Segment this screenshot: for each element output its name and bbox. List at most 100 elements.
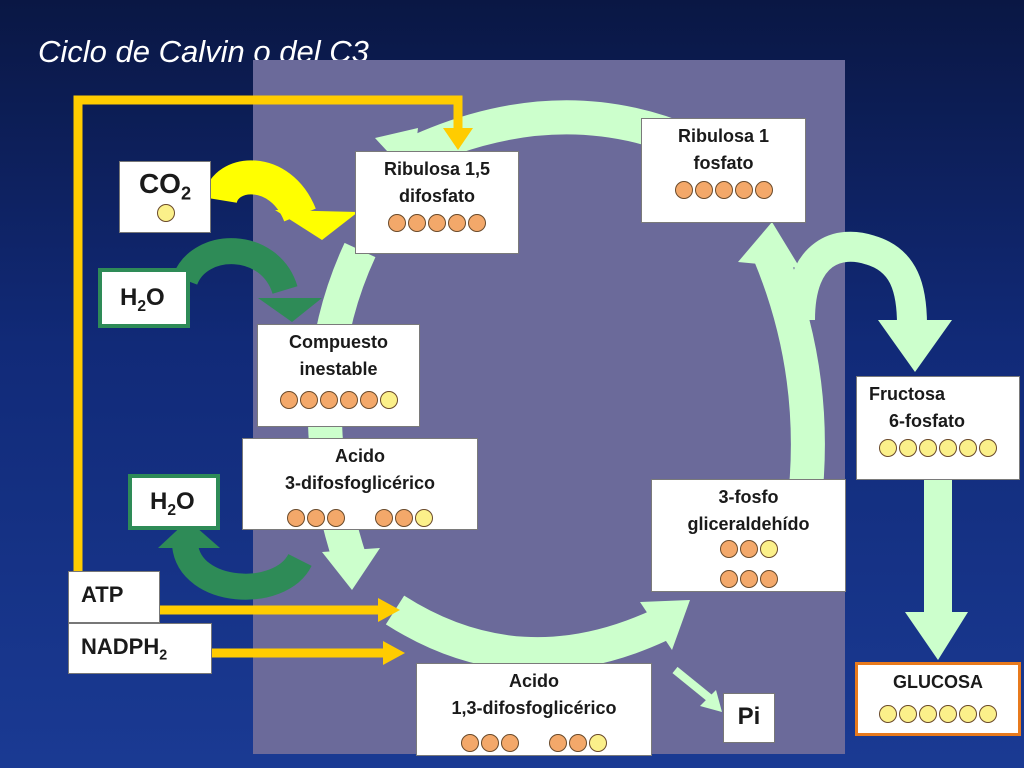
h2o-bottom-base: H	[150, 488, 168, 515]
carbon-atom-icon	[739, 570, 758, 588]
atp-feed-line	[73, 95, 463, 572]
carbon-atom-icon	[979, 705, 997, 723]
acido-13-line1: Acido	[508, 671, 559, 691]
carbon-atom-icon	[959, 705, 977, 723]
carbon-atom-icon	[959, 439, 977, 457]
carbon-atom-icon	[899, 439, 917, 457]
acido-3-carbons	[243, 509, 477, 529]
carbon-atom-icon	[879, 705, 897, 723]
carbon-atom-icon	[569, 734, 587, 752]
carbon-atom-icon	[307, 509, 325, 527]
co2-inlet-arrow	[203, 160, 316, 223]
h2o-bottom-box: H2O	[128, 474, 220, 530]
glucosa-box: GLUCOSA	[855, 662, 1021, 736]
carbon-atom-icon	[388, 214, 406, 232]
carbon-atom-icon	[287, 509, 305, 527]
h2o-top-base: H	[120, 284, 138, 311]
acido-3-difosfoglicerico-box: Acido 3-difosfoglicérico	[242, 438, 478, 530]
compuesto-carbons	[258, 391, 419, 411]
carbon-atom-icon	[899, 705, 917, 723]
cycle-arc-bottom	[385, 595, 668, 672]
acido-3-line1: Acido	[334, 446, 385, 466]
nadph2-base: NADPH	[81, 634, 160, 659]
carbon-atom-icon	[919, 705, 937, 723]
compuesto-inestable-box: Compuesto inestable	[257, 324, 420, 427]
carbon-atom-icon	[739, 540, 758, 558]
carbon-atom-icon	[501, 734, 519, 752]
carbon-atom-icon	[879, 439, 897, 457]
carbon-atom-icon	[754, 181, 773, 199]
cycle-arrowhead-left	[322, 548, 380, 590]
carbon-atom-icon	[694, 181, 713, 199]
fructosa-line2: 6-fosfato	[889, 411, 965, 431]
nadph2-box: NADPH2	[68, 623, 212, 674]
cycle-arrowhead-right	[738, 222, 800, 268]
glucosa-arrow-shaft	[924, 478, 952, 618]
atp-to-cycle-arrowhead	[378, 598, 400, 622]
carbon-atom-icon	[468, 214, 486, 232]
carbon-atom-icon	[939, 439, 957, 457]
carbon-atom-icon	[759, 570, 778, 588]
ribulosa-15-difosfato-box: Ribulosa 1,5 difosfato	[355, 151, 519, 254]
fosfo-gliceraldehido-box: 3-fosfo gliceraldehído	[651, 479, 846, 592]
carbon-atom-icon	[549, 734, 567, 752]
nadph2-sub: 2	[159, 647, 168, 664]
h2o-top-arrowhead	[258, 298, 322, 322]
ribulosa-1-line1: Ribulosa 1	[677, 126, 770, 146]
carbon-atom-icon	[759, 540, 778, 558]
ribulosa-1-carbons	[642, 181, 805, 201]
carbon-atom-icon	[674, 181, 693, 199]
carbon-atom-icon	[461, 734, 479, 752]
fosfo-line2: gliceraldehído	[687, 514, 810, 534]
ribulosa-1-fosfato-box: Ribulosa 1 fosfato	[641, 118, 806, 223]
carbon-atom-icon	[734, 181, 753, 199]
fructosa-branch-arrowhead	[878, 320, 952, 372]
carbon-atom-icon	[428, 214, 446, 232]
glucosa-carbons	[858, 705, 1018, 725]
carbon-atom-icon	[481, 734, 499, 752]
nadph-to-cycle-arrowhead	[383, 641, 405, 665]
carbon-atom-icon	[319, 391, 338, 409]
co2-sub: 2	[180, 183, 192, 204]
fructosa-carbons	[857, 439, 1019, 459]
carbon-atom-icon	[919, 439, 937, 457]
compuesto-line1: Compuesto	[289, 332, 388, 352]
compuesto-line2: inestable	[299, 359, 378, 379]
carbon-atom-icon	[408, 214, 426, 232]
fructosa-6-fosfato-box: Fructosa 6-fosfato	[856, 376, 1020, 480]
carbon-atom-icon	[415, 509, 433, 527]
h2o-top-tail: O	[146, 284, 165, 311]
carbon-atom-icon	[327, 509, 345, 527]
pi-box: Pi	[723, 693, 775, 743]
carbon-atom-icon	[375, 509, 393, 527]
ribulosa-15-line1: Ribulosa 1,5	[383, 159, 491, 179]
cycle-arrowhead-bottom	[640, 600, 690, 650]
co2-inlet-arrowhead	[275, 210, 358, 240]
fosfo-line1: 3-fosfo	[718, 487, 779, 507]
acido-3-line2: 3-difosfoglicérico	[284, 473, 436, 493]
h2o-top-box: H2O	[98, 268, 190, 328]
h2o-bottom-arrow	[172, 542, 312, 600]
h2o-top-sub: 2	[137, 297, 147, 315]
carbon-atom-icon	[589, 734, 607, 752]
carbon-atom-icon	[339, 391, 358, 409]
h2o-bottom-arrowhead	[158, 520, 220, 548]
co2-base: CO	[138, 168, 181, 199]
h2o-bottom-tail: O	[176, 488, 195, 515]
carbon-atom-icon	[395, 509, 413, 527]
carbon-atom-icon	[939, 705, 957, 723]
pi-release-arrow	[672, 666, 715, 704]
ribulosa-15-carbons	[356, 214, 518, 234]
pi-label: Pi	[737, 703, 761, 730]
h2o-top-arrow	[172, 238, 298, 295]
co2-box: CO2	[119, 161, 211, 233]
fructosa-line1: Fructosa	[869, 384, 946, 404]
carbon-atom-icon	[359, 391, 378, 409]
acido-13-line2: 1,3-difosfoglicérico	[451, 698, 617, 718]
carbon-atom-icon	[979, 439, 997, 457]
fosfo-carbons-bottom	[652, 570, 845, 590]
atp-box: ATP	[68, 571, 160, 623]
acido-13-carbons	[417, 734, 651, 754]
atp-feed-arrowhead	[443, 128, 473, 150]
ribulosa-1-line2: fosfato	[693, 153, 754, 173]
